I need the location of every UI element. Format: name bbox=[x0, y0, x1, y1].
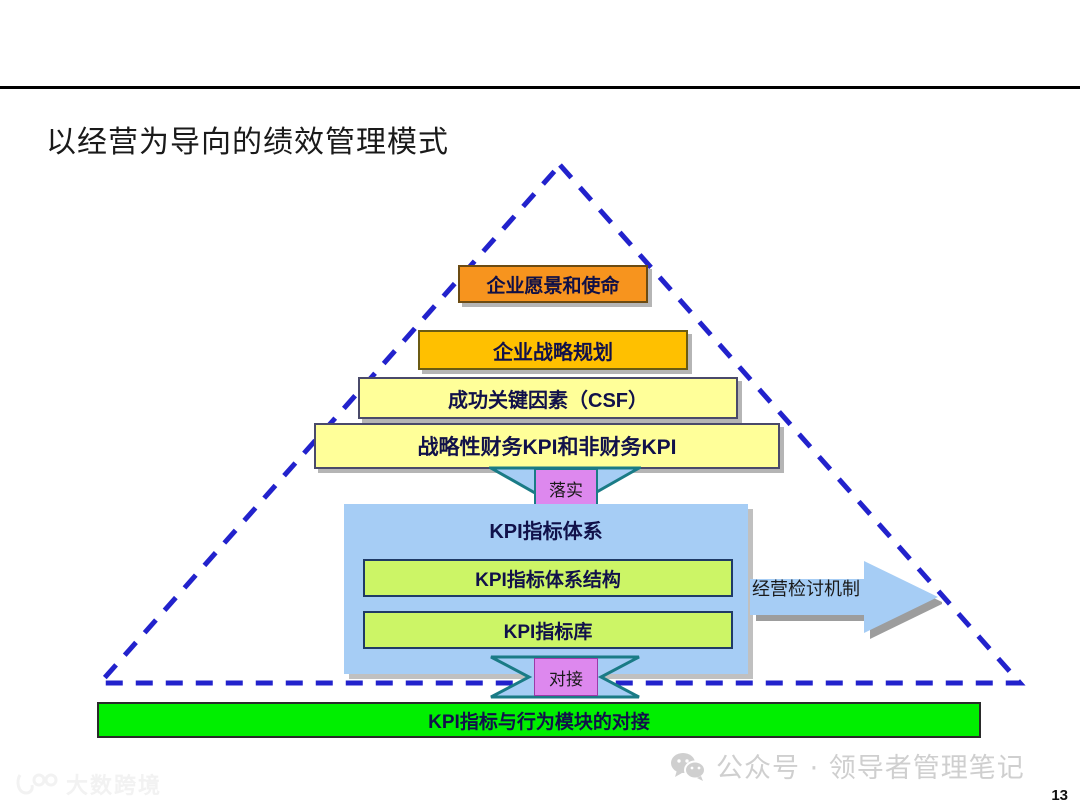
kpi-structure-label: KPI指标体系结构 bbox=[475, 569, 621, 591]
pyramid-layer-label: 企业愿景和使命 bbox=[486, 275, 620, 297]
page-title: 以经营为导向的绩效管理模式 bbox=[46, 125, 449, 160]
kpi-library-box[interactable]: KPI指标库 bbox=[363, 611, 733, 649]
pyramid-layer-csf[interactable]: 成功关键因素（CSF） bbox=[358, 377, 738, 419]
right-arrow-icon bbox=[750, 561, 942, 639]
kpi-system-panel[interactable]: KPI指标体系 KPI指标体系结构 KPI指标库 bbox=[344, 504, 748, 674]
pyramid-layer-strategy[interactable]: 企业战略规划 bbox=[418, 330, 688, 370]
kpi-structure-box[interactable]: KPI指标体系结构 bbox=[363, 559, 733, 597]
header-divider bbox=[0, 86, 1080, 89]
page-number: 13 bbox=[1051, 787, 1068, 804]
wechat-watermark: 公众号 · 领导者管理笔记 bbox=[670, 746, 1025, 785]
brand-watermark-text: 大数跨境 bbox=[66, 774, 163, 799]
wechat-watermark-text: 公众号 · 领导者管理笔记 bbox=[716, 753, 1025, 784]
pyramid-layer-kpi-strategic[interactable]: 战略性财务KPI和非财务KPI bbox=[314, 423, 780, 469]
bottom-green-bar[interactable]: KPI指标与行为模块的对接 bbox=[97, 702, 981, 738]
brand-watermark: 大数跨境 bbox=[16, 768, 162, 800]
connector-docking-badge[interactable]: 对接 bbox=[534, 658, 598, 696]
pyramid-layer-label: 企业战略规划 bbox=[493, 341, 613, 364]
business-review-label: 经营检讨机制 bbox=[752, 579, 860, 600]
connector-docking-label: 对接 bbox=[549, 669, 583, 690]
bottom-green-bar-label: KPI指标与行为模块的对接 bbox=[428, 711, 650, 733]
kpi-library-label: KPI指标库 bbox=[503, 621, 593, 643]
pyramid-layer-vision[interactable]: 企业愿景和使命 bbox=[458, 265, 648, 303]
pyramid-layer-label: 战略性财务KPI和非财务KPI bbox=[417, 436, 677, 459]
brand-logo-icon bbox=[16, 773, 58, 795]
connector-implement-badge[interactable]: 落实 bbox=[534, 468, 598, 508]
kpi-system-title: KPI指标体系 bbox=[489, 521, 603, 543]
wechat-icon bbox=[671, 752, 706, 781]
connector-implement-label: 落实 bbox=[549, 480, 583, 501]
pyramid-layer-label: 成功关键因素（CSF） bbox=[448, 389, 648, 412]
